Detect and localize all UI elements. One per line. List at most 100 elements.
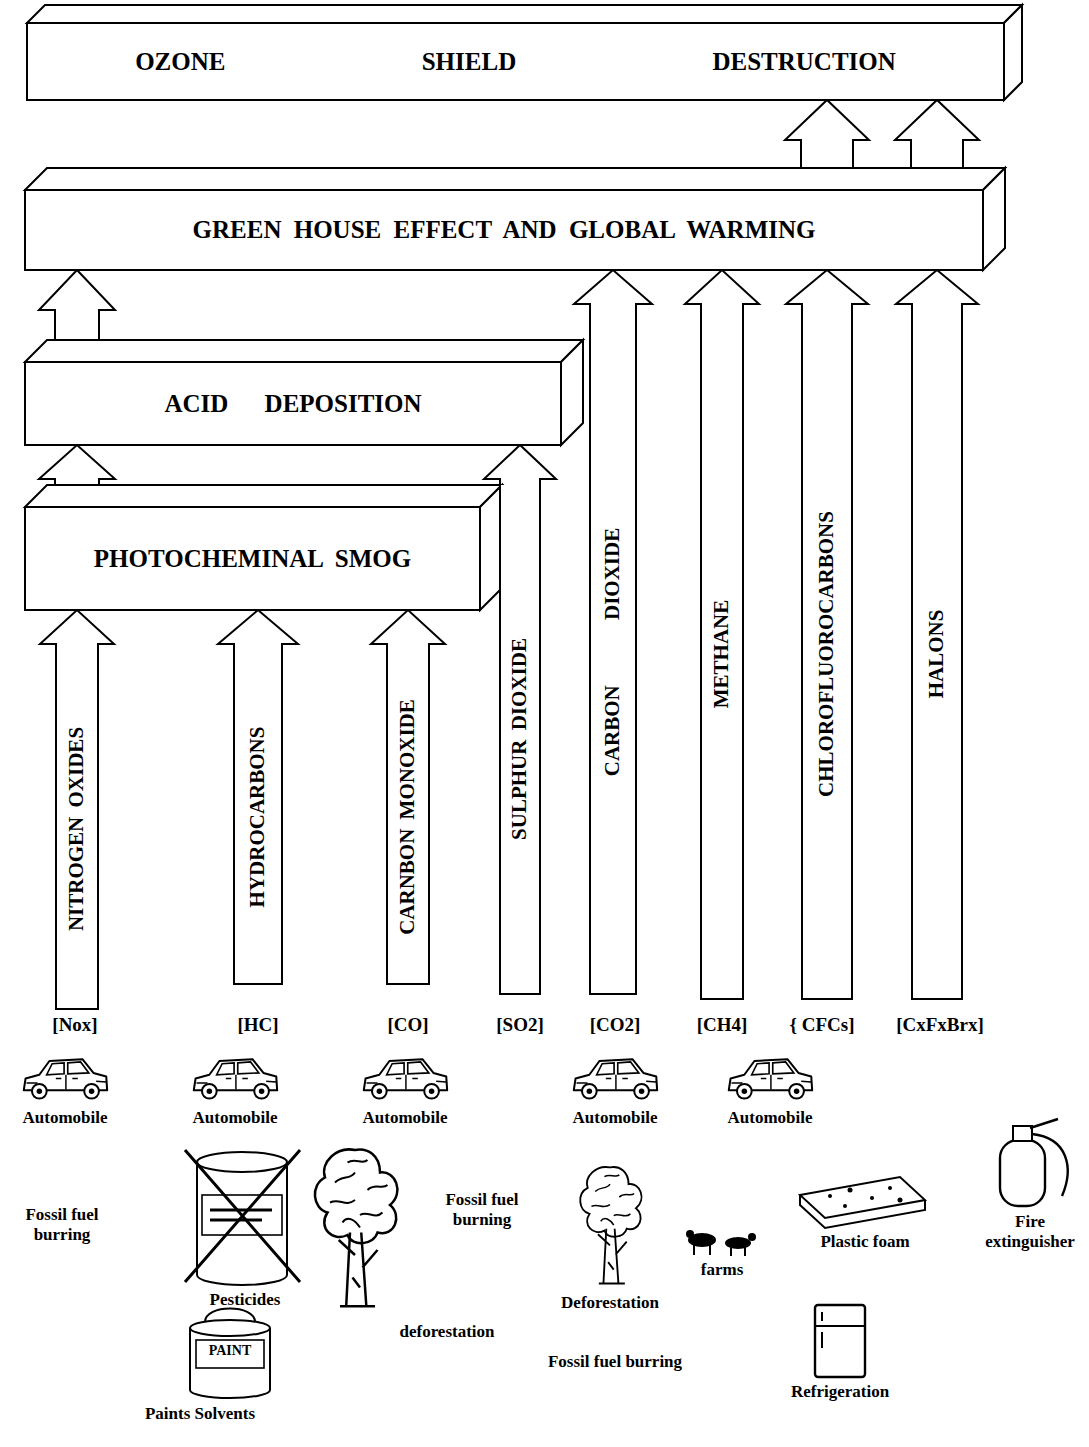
animal-legs [731, 1247, 745, 1256]
band-label: PHOTOCHEMINAL SMOG [94, 545, 411, 573]
source-label: Refrigeration [791, 1382, 889, 1402]
source-label: Fossil fuel burring [12, 1205, 112, 1244]
foam-dots [828, 1186, 903, 1208]
band-face [25, 340, 583, 362]
formula-label: [SO2] [496, 1014, 544, 1036]
pollutant-name: NITROGEN OXIDES [65, 727, 88, 931]
pollutant-name: SULPHUR DIOXIDE [508, 638, 531, 840]
band-face [25, 362, 561, 445]
pollutant-arrow: CHLOROFLUOROCARBONS [801, 310, 853, 1000]
source-label: Fossil fuel burring [548, 1352, 682, 1372]
source-label: Fire extinguisher [976, 1212, 1084, 1251]
source-label: deforestation [399, 1322, 494, 1342]
tree-icon [315, 1149, 397, 1306]
flow-arrow [39, 270, 115, 340]
cross-mark [185, 1150, 300, 1282]
source-label: farms [701, 1260, 743, 1280]
band-face [1004, 5, 1022, 100]
source-label: Plastic foam [820, 1232, 909, 1252]
car-icon [364, 1059, 447, 1098]
pollutant-arrow: CARNBON MONOXIDE [386, 650, 430, 985]
extinguisher-body [1000, 1140, 1045, 1206]
extinguisher-head [1013, 1126, 1032, 1141]
pollutant-arrow: NITROGEN OXIDES [55, 650, 99, 1010]
pollutant-arrow: HALONS [911, 310, 963, 1000]
fire-extinguisher [1000, 1119, 1068, 1206]
band-front: PHOTOCHEMINAL SMOG [25, 507, 480, 610]
band-face [25, 507, 480, 610]
flow-arrow [785, 100, 869, 168]
flow-arrow [371, 610, 445, 650]
can-text: PAINT [209, 1343, 252, 1359]
source-label: Automobile [573, 1108, 658, 1128]
band-face [983, 168, 1005, 270]
source-label: Pesticides [210, 1290, 281, 1310]
foam-top [800, 1177, 925, 1218]
flow-arrow [39, 445, 115, 485]
paint-can [190, 1309, 270, 1399]
can-lid [190, 1320, 270, 1336]
band-face [27, 23, 1004, 100]
fridge-door [815, 1312, 865, 1348]
pollutant-name: CARNBON MONOXIDE [396, 699, 419, 935]
plastic-foam [800, 1177, 925, 1228]
band-label: GREEN HOUSE EFFECT AND GLOBAL WARMING [193, 216, 816, 244]
animal-legs [694, 1245, 710, 1255]
effect-band: PHOTOCHEMINAL SMOG [25, 485, 502, 610]
formula-label: { CFCs] [789, 1014, 854, 1036]
source-label: Automobile [23, 1108, 108, 1128]
car-icon [194, 1059, 277, 1098]
flow-arrow [895, 100, 979, 168]
flow-arrow [574, 270, 652, 310]
pollutant-arrow: HYDROCARBONS [233, 650, 283, 985]
pollutant-name: HALONS [925, 610, 948, 699]
source-label: Automobile [363, 1108, 448, 1128]
animal-head [686, 1230, 694, 1238]
formula-label: [CH4] [697, 1014, 748, 1036]
formula-label: [HC] [237, 1014, 278, 1036]
flow-arrow [786, 270, 868, 310]
formula-label: [Nox] [52, 1014, 97, 1036]
animal-head [748, 1233, 756, 1241]
source-label: Deforestation [561, 1293, 659, 1313]
pollutant-name: METHANE [710, 600, 733, 709]
pollutant-arrow: METHANE [700, 310, 744, 1000]
pollutant-name: HYDROCARBONS [246, 726, 269, 907]
tree-icon [580, 1167, 641, 1283]
band-face [27, 5, 1022, 23]
flow-arrow [218, 610, 298, 650]
band-label: OZONE SHIELD DESTRUCTION [135, 48, 896, 76]
pollutant-arrow: SULPHUR DIOXIDE [499, 485, 541, 995]
band-front: GREEN HOUSE EFFECT AND GLOBAL WARMING [25, 190, 983, 270]
source-label: Paints Solvents [145, 1404, 255, 1424]
band-face [25, 485, 502, 507]
formula-label: [CO] [387, 1014, 428, 1036]
car-icon [574, 1059, 657, 1098]
flow-arrow [40, 610, 114, 650]
effect-band: ACID DEPOSITION [25, 340, 583, 445]
car-icon [729, 1059, 812, 1098]
source-label: Automobile [193, 1108, 278, 1128]
band-front: OZONE SHIELD DESTRUCTION [27, 23, 1004, 100]
farm-animals [686, 1230, 756, 1256]
band-front: ACID DEPOSITION [25, 362, 561, 445]
refrigerator [815, 1305, 865, 1377]
flow-arrow [484, 445, 556, 485]
can-body [190, 1328, 270, 1398]
band-face [561, 340, 583, 445]
pollutant-arrow: CARBON DIOXIDE [589, 310, 637, 995]
animal-body [725, 1237, 751, 1249]
can-band [196, 1340, 264, 1368]
pollutant-name: CHLOROFLUOROCARBONS [815, 511, 838, 797]
source-label: Automobile [728, 1108, 813, 1128]
pesticide-can [185, 1150, 300, 1285]
formula-label: [CxFxBrx] [896, 1014, 984, 1036]
band-face [25, 190, 983, 270]
pollutant-name: CARBON DIOXIDE [601, 527, 624, 775]
band-label: ACID DEPOSITION [164, 390, 421, 418]
formula-label: [CO2] [590, 1014, 641, 1036]
can-lid [197, 1152, 287, 1172]
fridge-body [815, 1305, 865, 1377]
